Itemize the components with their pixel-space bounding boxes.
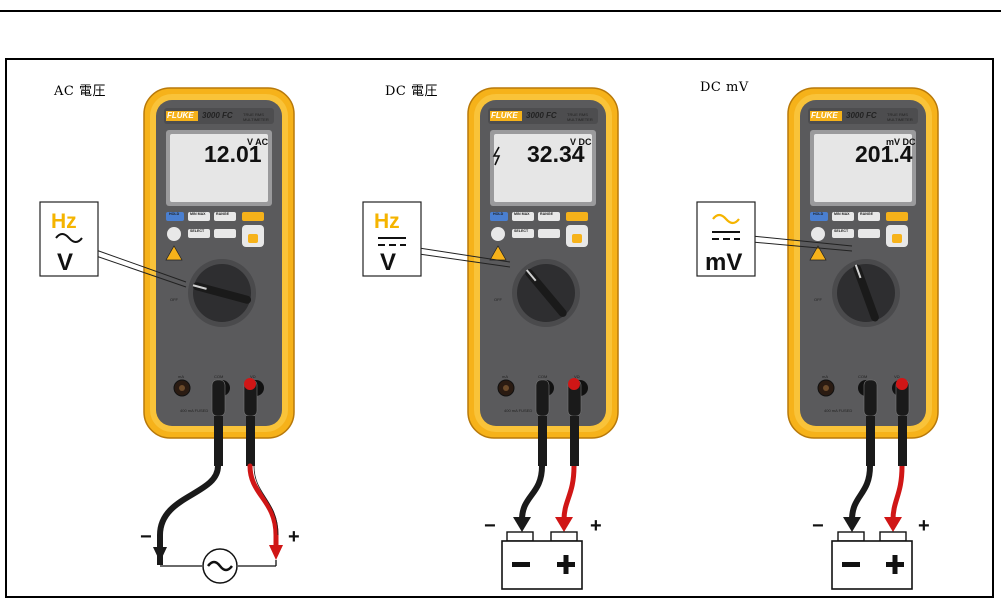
meter-subtitle-2: MULTIMETER [887, 117, 913, 122]
minus-label: − [484, 515, 496, 537]
panel-label-dc-voltage: DC 電圧 [385, 84, 439, 99]
ac-wave-icon [712, 213, 740, 225]
fuse-label: 400 mA FUSED [824, 408, 852, 413]
callout-mv: mV [705, 249, 742, 276]
dial-pointer [525, 269, 567, 317]
jack-com-label: COM [538, 374, 547, 379]
test-leads-dc [519, 378, 582, 521]
meter-brand: FLUKE [811, 111, 838, 120]
button-hold: HOLD [169, 212, 180, 216]
callout-hz: Hz [51, 210, 77, 233]
off-label: OFF [170, 297, 179, 302]
button-hold: HOLD [493, 212, 504, 216]
meter-subtitle-1: TRUE RMS [887, 112, 908, 117]
button-minmax: MIN MAX [834, 212, 850, 216]
ac-source-circuit: − + [140, 526, 300, 584]
dial-pointer [192, 282, 252, 304]
meter-brand: FLUKE [167, 111, 194, 120]
button-minmax: MIN MAX [514, 212, 530, 216]
button-select: SELECT [514, 229, 529, 233]
meter-subtitle-2: MULTIMETER [567, 117, 593, 122]
callout-hz: Hz [374, 210, 400, 233]
test-leads-ac [157, 378, 279, 565]
meter-brand: FLUKE [491, 111, 518, 120]
dial-pointer [853, 264, 879, 322]
battery-mv: − + [812, 515, 930, 590]
off-label: OFF [814, 297, 823, 302]
header-rule [0, 10, 1001, 12]
jack-com-label: COM [214, 374, 223, 379]
display-value: 12.01 [204, 141, 262, 167]
jack-com-label: COM [858, 374, 867, 379]
meter-subtitle-1: TRUE RMS [243, 112, 264, 117]
jack-v-label: VΩ [250, 374, 256, 379]
fuse-label: 400 mA FUSED [504, 408, 532, 413]
callout-dc-voltage: Hz V [362, 201, 511, 277]
button-range: RANGE [216, 212, 230, 216]
callout-dc-millivolt: mV [696, 201, 853, 277]
minus-label: − [812, 515, 824, 537]
meter-dc: FLUKE 3000 FC TRUE RMS MULTIMETER V DC 3… [467, 87, 619, 439]
fuse-label: 400 mA FUSED [180, 408, 208, 413]
jack-ma-label: mA [502, 374, 508, 379]
off-label: OFF [494, 297, 503, 302]
meter-subtitle-1: TRUE RMS [567, 112, 588, 117]
test-leads-mv [849, 378, 910, 521]
meter-model: 3000 FC [202, 111, 233, 120]
plus-label: + [288, 526, 300, 548]
button-select: SELECT [834, 229, 849, 233]
display-value: 201.4 [855, 141, 913, 167]
panel-label-dc-millivolt: DC mV [700, 80, 749, 95]
display-unit: V DC [570, 137, 592, 147]
meter-subtitle-2: MULTIMETER [243, 117, 269, 122]
display-value: 32.34 [527, 141, 585, 167]
panel-label-ac-voltage: AC 電圧 [54, 84, 106, 99]
meter-ac: FLUKE 3000 FC TRUE RMS MULTIMETER V AC 1… [143, 87, 295, 439]
jack-v-label: VΩ [574, 374, 580, 379]
display-unit: mV DC [886, 137, 916, 147]
callout-volt: V [57, 249, 73, 276]
plus-label: + [590, 515, 602, 537]
plus-label: + [918, 515, 930, 537]
callout-volt: V [380, 249, 396, 276]
display-unit: V AC [247, 137, 269, 147]
button-minmax: MIN MAX [190, 212, 206, 216]
jack-ma-label: mA [178, 374, 184, 379]
jack-ma-label: mA [822, 374, 828, 379]
minus-label: − [140, 526, 152, 548]
meter-dc-mv: FLUKE 3000 FC TRUE RMS MULTIMETER mV DC … [787, 87, 939, 439]
ac-wave-icon [55, 233, 83, 243]
button-range: RANGE [540, 212, 554, 216]
meter-model: 3000 FC [846, 111, 877, 120]
jack-v-label: VΩ [894, 374, 900, 379]
button-select: SELECT [190, 229, 205, 233]
callout-ac-voltage: Hz V [39, 201, 187, 288]
button-hold: HOLD [813, 212, 824, 216]
battery-dc: − + [484, 515, 602, 590]
high-voltage-icon [492, 146, 501, 166]
meter-model: 3000 FC [526, 111, 557, 120]
button-range: RANGE [860, 212, 874, 216]
